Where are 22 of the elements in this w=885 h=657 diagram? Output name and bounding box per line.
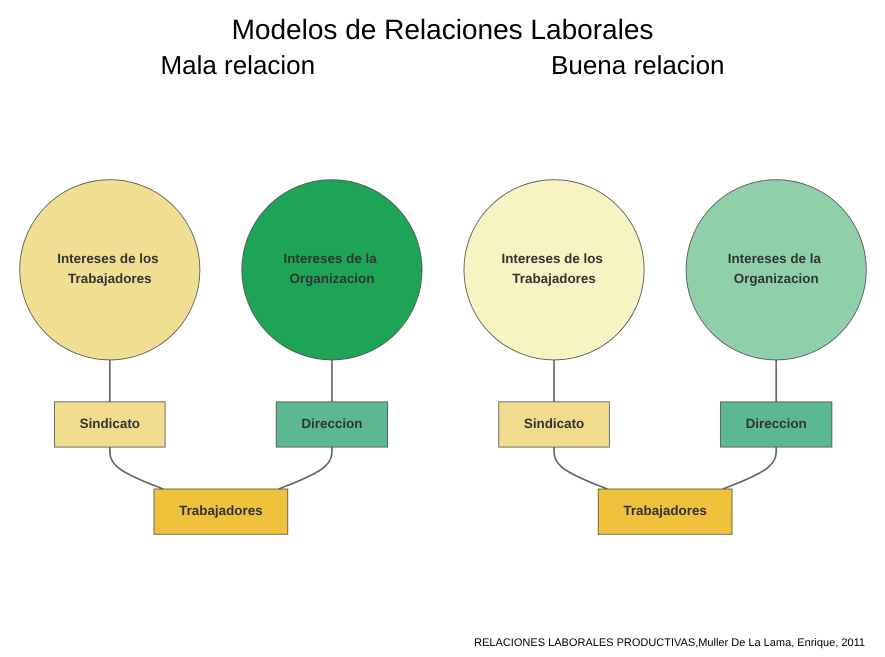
node-circle: Intereses de los Trabajadores	[18, 179, 200, 360]
node-box: Sindicato	[498, 401, 610, 448]
connector	[774, 360, 777, 402]
connector	[722, 447, 777, 490]
node-box: Direccion	[275, 401, 388, 448]
connector	[552, 447, 608, 490]
connector	[108, 447, 164, 490]
source-caption: RELACIONES LABORALES PRODUCTIVAS,Muller De La Lama, Enrique, 2011	[474, 637, 865, 649]
node-circle: Intereses de la Organizacion	[240, 179, 422, 360]
section-heading: Mala relacion	[160, 50, 316, 81]
connector	[552, 360, 554, 402]
node-box: Sindicato	[54, 401, 166, 448]
connector	[278, 447, 332, 490]
diagram-title: Modelos de Relaciones Laborales	[232, 14, 654, 46]
node-box: Trabajadores	[153, 488, 288, 535]
section-heading: Buena relacion	[551, 50, 725, 81]
node-box: Direccion	[720, 401, 832, 448]
node-circle: Intereses de la Organizacion	[685, 179, 866, 360]
node-box: Trabajadores	[597, 488, 732, 535]
connector	[108, 360, 110, 402]
connector	[330, 360, 332, 402]
node-circle: Intereses de los Trabajadores	[463, 179, 644, 360]
